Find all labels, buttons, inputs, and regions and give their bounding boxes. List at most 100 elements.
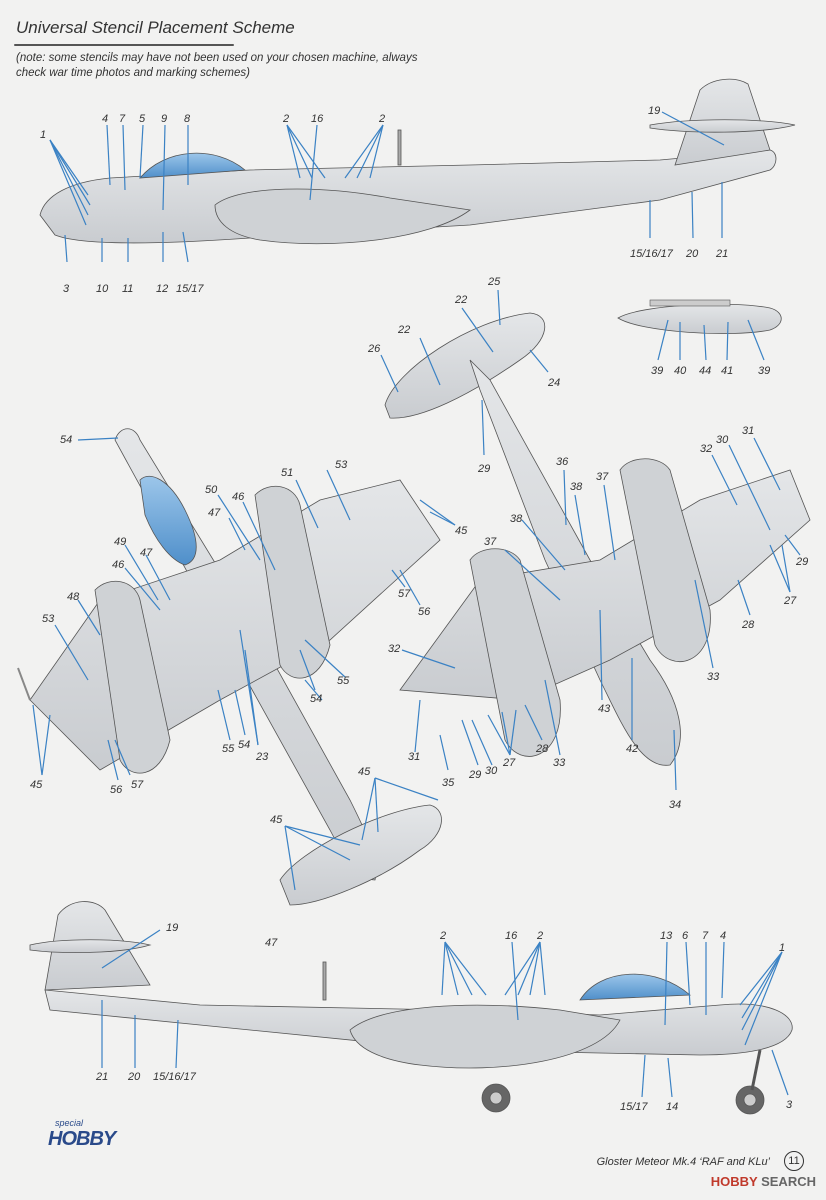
watermark-a: HOBBY <box>710 1174 758 1189</box>
label-57b: 57 <box>131 779 144 791</box>
label-37: 37 <box>596 471 609 483</box>
nacelle <box>214 188 472 245</box>
underside-fuselage <box>469 359 681 766</box>
label-2d: 2 <box>536 930 543 942</box>
label-27: 27 <box>783 595 797 607</box>
label-21: 21 <box>715 248 728 260</box>
label-1: 1 <box>40 129 46 141</box>
underside-labels: 25 22 22 26 24 29 36 38 37 38 37 32 30 3… <box>367 276 808 811</box>
label-15-16-17: 15/16/17 <box>630 248 674 260</box>
label-5: 5 <box>139 113 146 125</box>
label-1b: 1 <box>779 942 785 954</box>
label-35: 35 <box>442 777 455 789</box>
label-47b: 47 <box>140 547 153 559</box>
label-21b: 21 <box>95 1071 108 1083</box>
underside-tailplane <box>384 312 546 419</box>
canopy-b <box>579 973 692 1001</box>
label-36: 36 <box>556 456 569 468</box>
label-28: 28 <box>741 619 755 631</box>
label-15-16-17b: 15/16/17 <box>153 1071 197 1083</box>
underside-nacelle-r <box>619 458 711 662</box>
label-28b: 28 <box>535 743 549 755</box>
label-23: 23 <box>255 751 269 763</box>
label-9: 9 <box>161 113 167 125</box>
label-33: 33 <box>707 671 720 683</box>
label-31: 31 <box>742 425 754 437</box>
label-22: 22 <box>454 294 467 306</box>
label-4: 4 <box>102 113 108 125</box>
label-11: 11 <box>122 283 133 295</box>
side-view-starboard-leaders <box>101 929 789 1098</box>
label-7b: 7 <box>702 930 709 942</box>
page-note: (note: some stencils may have not been u… <box>16 52 418 79</box>
canopy <box>139 152 247 179</box>
label-38: 38 <box>570 481 583 493</box>
label-38b: 38 <box>510 513 523 525</box>
label-54b: 54 <box>310 693 322 705</box>
tailplane <box>649 119 796 133</box>
label-2c: 2 <box>439 930 446 942</box>
label-44: 44 <box>699 365 711 377</box>
label-20: 20 <box>685 248 699 260</box>
side-view-starboard-labels: 19 2 16 2 13 6 7 4 1 21 20 15/16/17 15/1… <box>95 922 793 1113</box>
page-number: 11 <box>784 1151 804 1171</box>
label-29: 29 <box>477 463 490 475</box>
label-47c: 47 <box>265 937 278 949</box>
title-underline <box>14 44 234 46</box>
label-56b: 56 <box>110 784 123 796</box>
label-30: 30 <box>716 434 729 446</box>
label-6: 6 <box>682 930 689 942</box>
label-24: 24 <box>547 377 560 389</box>
label-29c: 29 <box>468 769 481 781</box>
upper-leaders <box>32 437 456 891</box>
label-16b: 16 <box>505 930 518 942</box>
upper-nacelle-r <box>254 486 331 679</box>
brand-small-text: special <box>55 1118 84 1128</box>
tailplane-b <box>29 939 152 953</box>
aerial-mast <box>397 129 402 166</box>
underside-plan-view <box>384 312 811 766</box>
upper-tailplane <box>279 804 442 906</box>
label-33b: 33 <box>553 757 566 769</box>
label-41: 41 <box>721 365 733 377</box>
label-48: 48 <box>67 591 80 603</box>
label-57: 57 <box>398 588 411 600</box>
label-16: 16 <box>311 113 324 125</box>
label-27b: 27 <box>502 757 516 769</box>
label-49: 49 <box>114 536 126 548</box>
label-7: 7 <box>119 113 126 125</box>
label-30b: 30 <box>485 765 498 777</box>
label-53b: 53 <box>42 613 55 625</box>
underside-nacelle-l <box>469 548 561 757</box>
page-title: Universal Stencil Placement Scheme <box>16 18 295 37</box>
label-12: 12 <box>156 283 168 295</box>
label-46: 46 <box>232 491 245 503</box>
label-39: 39 <box>651 365 663 377</box>
drop-tank: 39 40 44 41 39 <box>617 299 782 377</box>
nacelle-b <box>349 1004 621 1069</box>
label-15-17b: 15/17 <box>620 1101 648 1113</box>
label-39b: 39 <box>758 365 770 377</box>
label-26: 26 <box>367 343 381 355</box>
label-37b: 37 <box>484 536 497 548</box>
label-8: 8 <box>184 113 191 125</box>
label-54: 54 <box>60 434 72 446</box>
upper-wing <box>29 479 441 771</box>
label-19b: 19 <box>166 922 178 934</box>
label-13: 13 <box>660 930 673 942</box>
label-40: 40 <box>674 365 687 377</box>
label-19: 19 <box>648 105 660 117</box>
label-3: 3 <box>63 283 70 295</box>
label-15-17: 15/17 <box>176 283 204 295</box>
label-55b: 55 <box>222 743 235 755</box>
upper-nacelle-l <box>94 581 171 774</box>
label-31b: 31 <box>408 751 420 763</box>
upper-plan-view <box>17 428 442 906</box>
upper-labels: 54 53 51 50 46 47 49 47 46 48 53 45 57 5… <box>30 434 468 949</box>
label-45d: 45 <box>270 814 283 826</box>
label-43: 43 <box>598 703 611 715</box>
side-view-port <box>39 78 796 245</box>
label-46b: 46 <box>112 559 125 571</box>
label-54c: 54 <box>238 739 250 751</box>
